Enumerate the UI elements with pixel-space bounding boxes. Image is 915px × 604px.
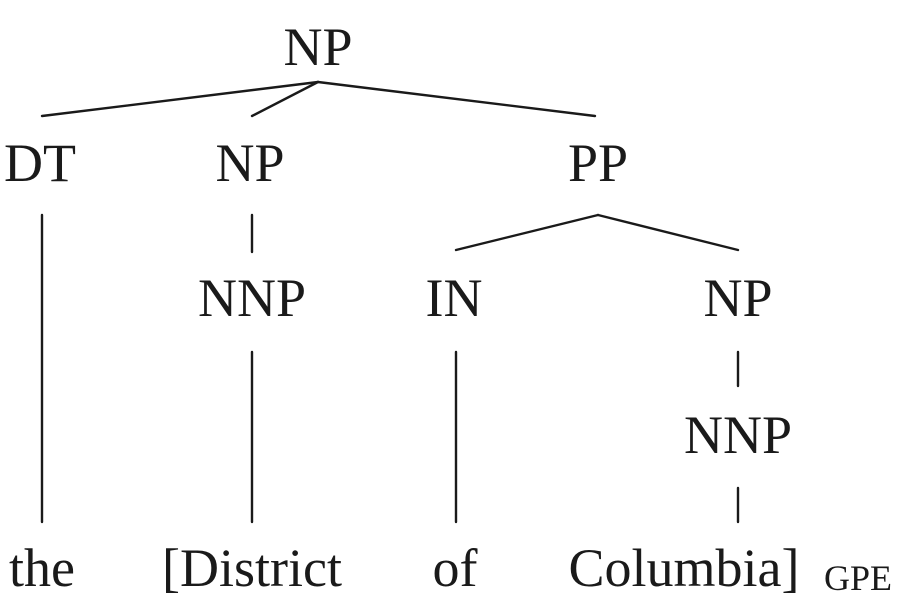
node-dt: DT <box>4 133 76 193</box>
tree-nodes: NP DT NP PP NNP IN NP NNP <box>4 17 792 465</box>
tree-edges <box>40 80 740 524</box>
node-in: IN <box>426 268 483 328</box>
edge-np-root-to-pp <box>316 80 597 118</box>
entity-tag-gpe: GPE <box>824 558 892 598</box>
node-nnp-left: NNP <box>198 268 306 328</box>
node-pp: PP <box>568 133 628 193</box>
edge-np-root-to-np-left <box>250 80 320 118</box>
node-np-right: NP <box>703 268 772 328</box>
leaf-district: [District <box>162 538 342 598</box>
node-np-root: NP <box>283 17 352 77</box>
edge-pp-to-in <box>454 213 600 252</box>
tree-leaves: the [District of Columbia] GPE <box>9 538 892 598</box>
node-nnp-right: NNP <box>684 405 792 465</box>
edge-np-root-to-dt <box>40 80 320 118</box>
leaf-columbia: Columbia] <box>569 538 800 598</box>
leaf-of: of <box>433 538 478 598</box>
leaf-the: the <box>9 538 75 598</box>
node-np-left: NP <box>215 133 284 193</box>
edge-pp-to-np-right <box>596 213 740 252</box>
